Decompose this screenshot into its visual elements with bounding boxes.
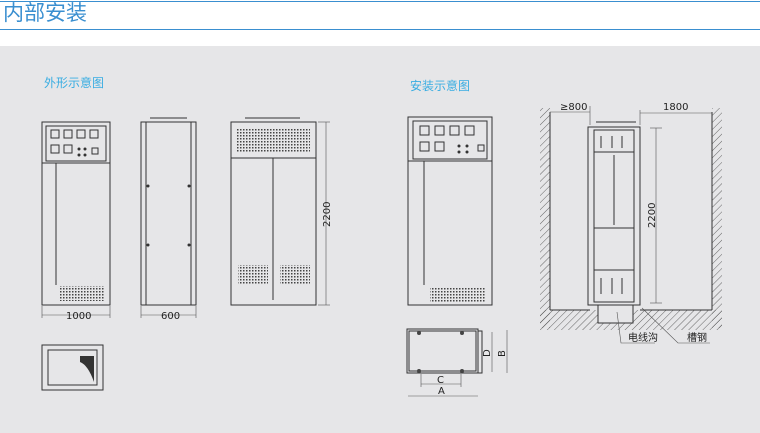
cable-trench-label: 电线沟 (628, 331, 658, 344)
room-height-dimension: 2200 (647, 203, 658, 228)
diagram-panel (0, 46, 760, 433)
install-base-plan: C A D B (406, 328, 508, 397)
dimension-d: D (482, 349, 493, 357)
cabinet-base-plan (41, 344, 104, 391)
install-cabinet-front-view (407, 116, 493, 306)
dimension-c: C (437, 375, 444, 386)
channel-steel-label: 槽钢 (687, 331, 707, 344)
cabinet-rear-view: 2200 (230, 117, 333, 306)
dimension-a: A (438, 386, 445, 397)
room-installation-diagram: ≥800 1800 2200 电线沟 槽钢 (540, 102, 722, 344)
cabinet-front-view: 1000 (41, 121, 111, 322)
cabinet-side-view: 600 (140, 117, 197, 322)
dimension-b: B (497, 350, 508, 357)
height-dimension: 2200 (322, 202, 333, 227)
outline-diagram-label: 外形示意图 (44, 76, 105, 90)
title-bar (0, 1, 760, 30)
depth-dimension: 600 (161, 311, 180, 322)
page-title: 内部安装 (3, 1, 87, 25)
front-clearance: ≥800 (560, 102, 587, 113)
install-diagram-label: 安装示意图 (410, 79, 471, 93)
rear-clearance: 1800 (663, 102, 688, 113)
width-dimension: 1000 (66, 311, 91, 322)
